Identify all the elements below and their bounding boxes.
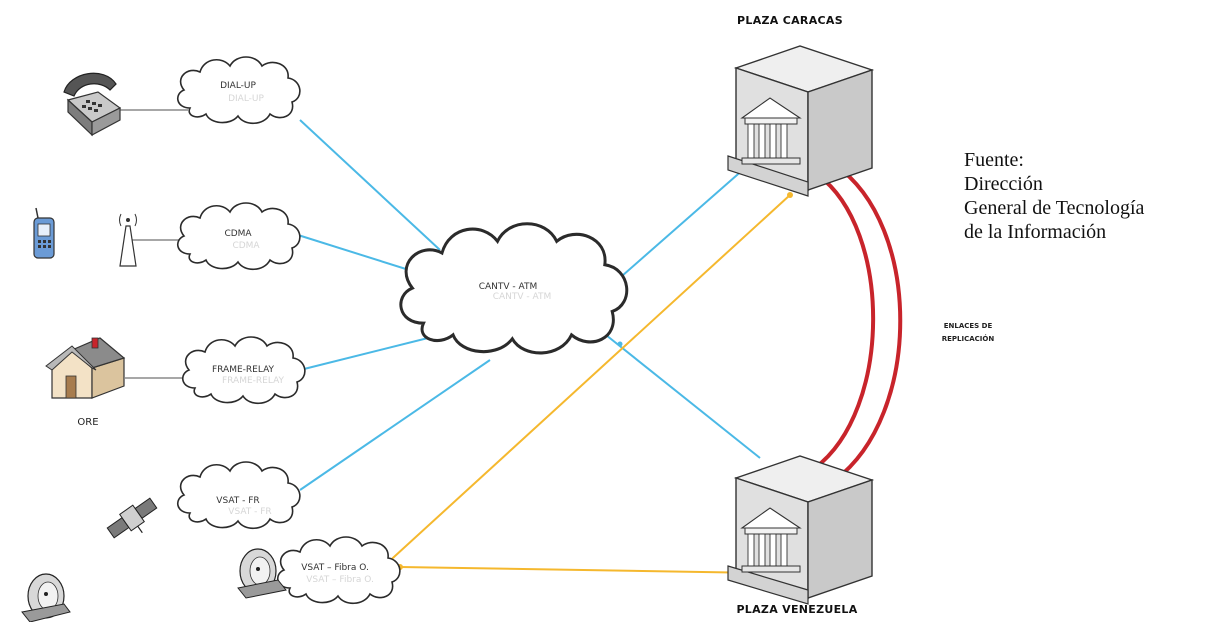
source-note: Fuente: Dirección General de Tecnología …	[964, 148, 1214, 244]
cloud-vsatfr-shadow-label: VSAT - FR	[228, 507, 271, 517]
source-line-2: Dirección	[964, 173, 1043, 195]
cloud-vsat-fr: VSAT - FR VSAT - FR	[176, 461, 301, 530]
link-cantv-venezuela	[605, 334, 761, 459]
link-cantv-caracas	[605, 167, 746, 291]
enlaces-label-line2: REPLICACIÓN	[942, 334, 995, 343]
cloud-cantv-label: CANTV - ATM	[479, 282, 538, 292]
cloud-cantv-shadow-label: CANTV - ATM	[493, 292, 552, 302]
plaza-venezuela-label: PLAZA VENEZUELA	[736, 603, 857, 616]
cloud-vsatfibra-label: VSAT – Fibra O.	[301, 563, 369, 573]
cloud-dialup: DIAL-UP DIAL-UP	[176, 56, 301, 125]
cloud-dialup-shadow-label: DIAL-UP	[228, 94, 264, 104]
cloud-cdma-label: CDMA	[224, 229, 252, 239]
link-vsatfibra-venezuela	[399, 566, 763, 574]
cloud-vsat-fibra: VSAT – Fibra O. VSAT – Fibra O.	[276, 536, 401, 605]
datacenter-plaza-caracas	[727, 45, 875, 197]
bank-building-icon	[740, 97, 802, 165]
satellite-dish-icon	[21, 573, 71, 622]
bank-building-icon	[740, 507, 802, 573]
replication-links	[813, 163, 903, 482]
cloud-frame-shadow-label: FRAME-RELAY	[222, 376, 285, 386]
cloud-cdma: CDMA CDMA	[176, 202, 301, 271]
link-vsatfibra-caracas	[382, 194, 791, 568]
source-line-4: de la Información	[964, 221, 1107, 243]
enlaces-label-line1: ENLACES DE	[944, 322, 993, 330]
ore-label: ORE	[77, 417, 98, 428]
link-frame-cantv	[299, 334, 441, 371]
antenna-tower-icon	[119, 213, 137, 267]
link-dialup-cantv	[299, 119, 441, 251]
datacenter-plaza-venezuela	[727, 455, 875, 605]
cloud-vsatfibra-shadow-label: VSAT – Fibra O.	[306, 575, 374, 585]
blue-links	[297, 119, 761, 491]
cloud-frame-label: FRAME-RELAY	[212, 365, 275, 375]
cloud-frame-relay: FRAME-RELAY FRAME-RELAY	[181, 336, 306, 405]
plaza-caracas-label: PLAZA CARACAS	[737, 14, 843, 27]
link-cdma-cantv	[297, 234, 426, 276]
house-ore-icon	[45, 337, 126, 399]
satellite-dish-vsat-icon	[237, 548, 287, 599]
source-line-3: General de Tecnología	[964, 197, 1145, 219]
link-vsatfr-cantv	[299, 359, 491, 491]
satellite-icon	[106, 497, 158, 539]
cloud-cdma-shadow-label: CDMA	[232, 241, 260, 251]
yellow-links	[382, 194, 791, 574]
source-line-1: Fuente:	[964, 149, 1024, 171]
mobile-phone-icon	[33, 207, 55, 259]
cloud-dialup-label: DIAL-UP	[220, 81, 256, 91]
telephone-icon	[63, 72, 122, 137]
cloud-vsatfr-label: VSAT - FR	[216, 496, 259, 506]
